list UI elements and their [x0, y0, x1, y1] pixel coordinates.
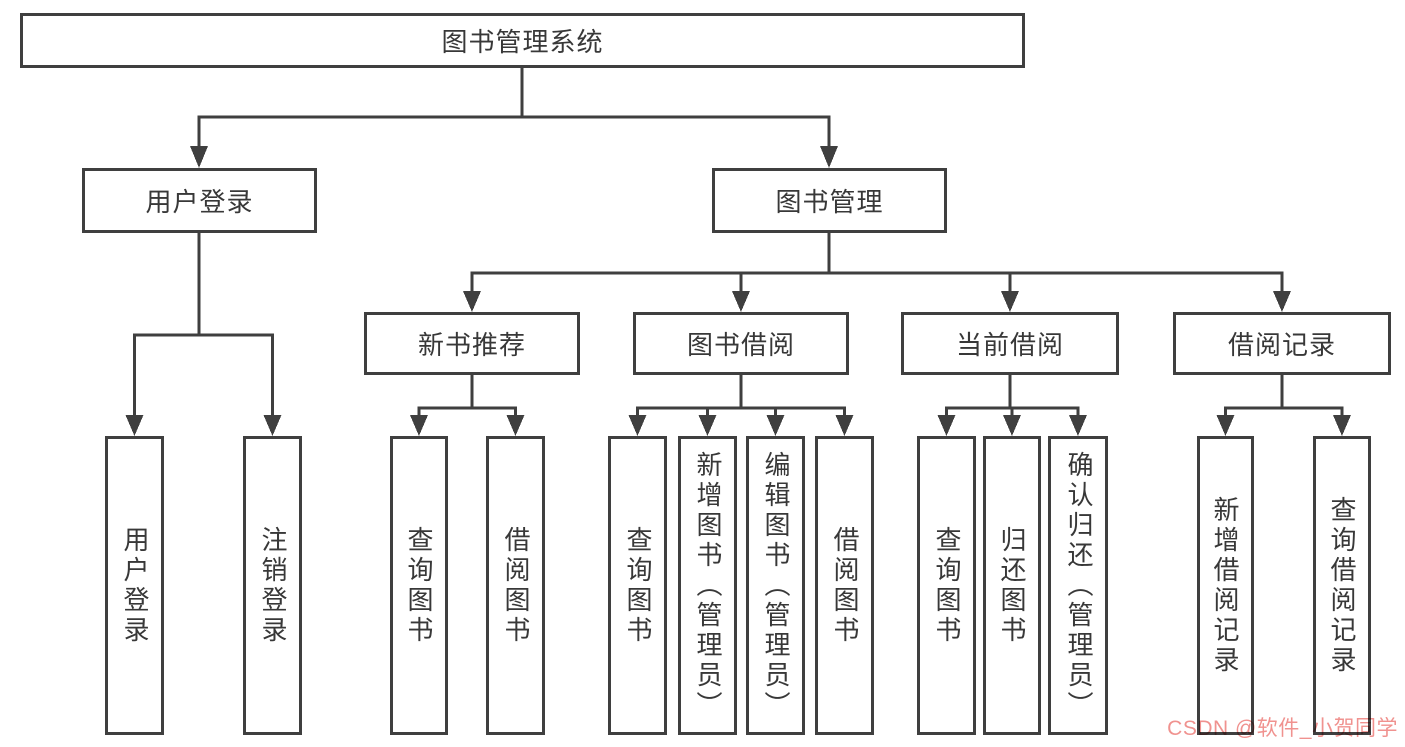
- leaf-borrow-borrow-books: 借阅图书: [815, 436, 874, 735]
- node-book-borrow: 图书借阅: [633, 312, 849, 375]
- csdn-watermark: CSDN @软件_小贺同学: [1167, 717, 1398, 740]
- leaf-borrow-edit-books-admin: 编辑图书（管理员）: [746, 436, 805, 735]
- node-root: 图书管理系统: [20, 13, 1025, 68]
- leaf-borrow-query-books: 查询图书: [608, 436, 667, 735]
- leaf-newbook-query-books: 查询图书: [390, 436, 448, 735]
- node-new-book-recommend: 新书推荐: [364, 312, 580, 375]
- edge-root-to-level2: [190, 68, 838, 168]
- edge-book-borrow-to-leaves: [628, 375, 854, 436]
- edge-user-login-to-leaves: [125, 233, 282, 436]
- leaf-records-add-borrow-record: 新增借阅记录: [1197, 436, 1254, 735]
- leaf-newbook-borrow-books: 借阅图书: [486, 436, 545, 735]
- edge-book-management-to-level3: [463, 233, 1291, 312]
- leaf-records-query-borrow-record: 查询借阅记录: [1313, 436, 1371, 735]
- leaf-current-query-books: 查询图书: [917, 436, 976, 735]
- node-user-login: 用户登录: [82, 168, 317, 233]
- leaf-user-login: 用户登录: [105, 436, 164, 735]
- edge-borrow-records-to-leaves: [1216, 375, 1351, 436]
- leaf-borrow-add-books-admin: 新增图书（管理员）: [678, 436, 737, 735]
- node-current-borrow: 当前借阅: [901, 312, 1119, 375]
- leaf-current-return-books: 归还图书: [983, 436, 1041, 735]
- node-book-management: 图书管理: [712, 168, 947, 233]
- edge-current-borrow-to-leaves: [937, 375, 1087, 436]
- edge-new-book-to-leaves: [410, 375, 525, 436]
- node-borrow-records: 借阅记录: [1173, 312, 1391, 375]
- leaf-logout: 注销登录: [243, 436, 302, 735]
- leaf-current-confirm-return-admin: 确认归还（管理员）: [1048, 436, 1108, 735]
